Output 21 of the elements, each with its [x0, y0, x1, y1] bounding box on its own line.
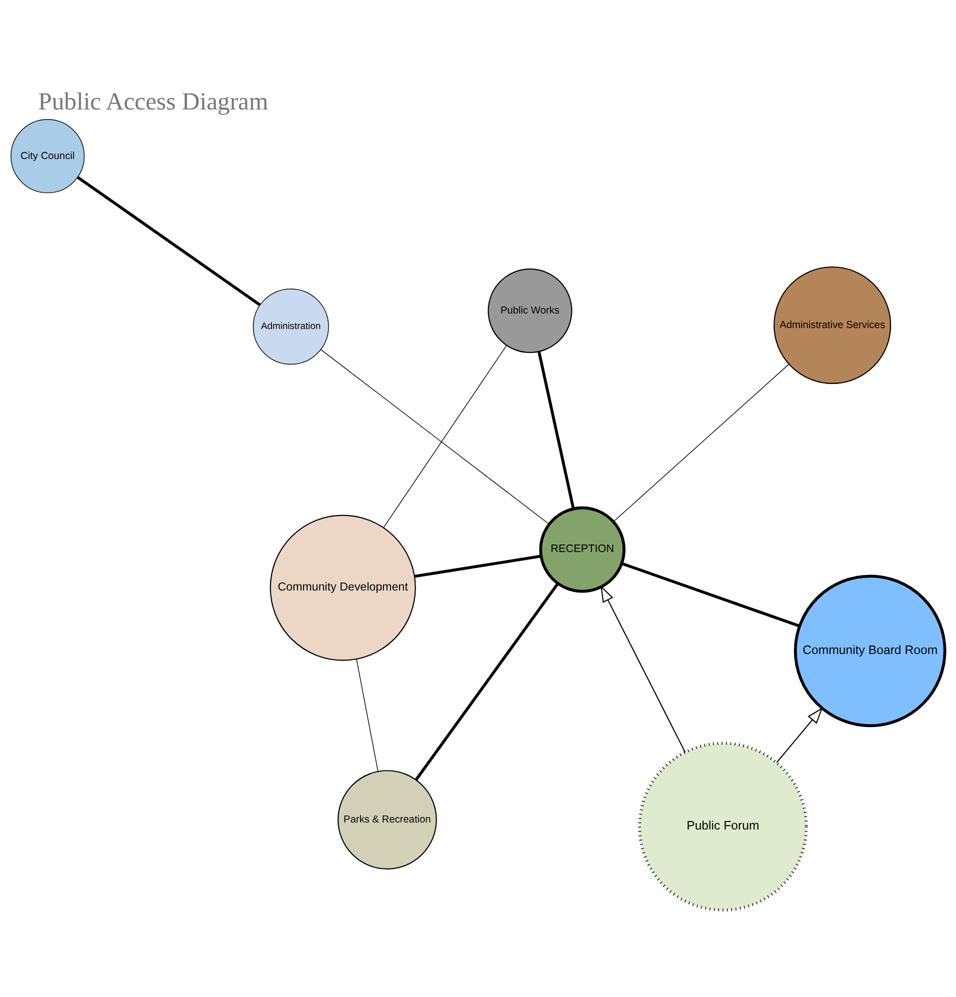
connector — [383, 345, 507, 528]
node-circle: Parks & Recreation — [338, 770, 437, 870]
connector — [415, 582, 559, 780]
arrow — [776, 707, 823, 763]
node-circle: City Council — [10, 119, 85, 194]
connector — [76, 176, 261, 306]
connector — [414, 554, 542, 578]
arrow — [600, 585, 686, 752]
connector — [356, 658, 378, 772]
node-circle: RECEPTION — [539, 506, 626, 593]
node-circle: Public Works — [488, 268, 572, 354]
connector — [538, 351, 575, 510]
node-circle: Administration — [252, 288, 329, 365]
connector — [621, 562, 800, 628]
node-circle: Administrative Services — [774, 266, 892, 384]
connector — [320, 349, 550, 524]
node-circle: Community Board Room — [794, 574, 946, 728]
diagram-title: Public Access Diagram — [38, 88, 268, 116]
node-circle: Public Forum — [638, 742, 808, 912]
node-circle: Community Development — [270, 514, 416, 661]
connector — [613, 364, 790, 522]
